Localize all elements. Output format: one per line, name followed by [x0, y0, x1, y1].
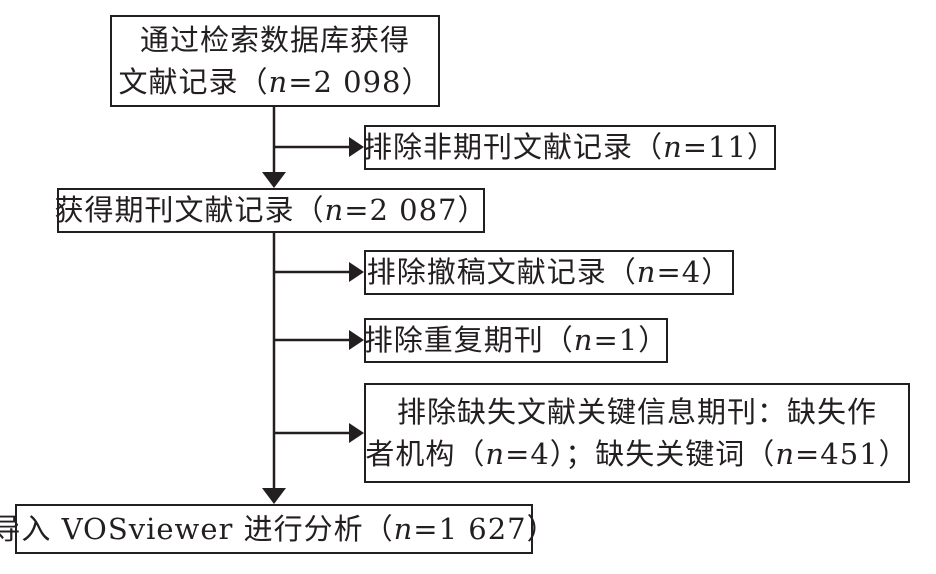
arrow-to-exclude-duplicate	[349, 330, 364, 350]
exclude-nonjournal-box: 排除非期刊文献记录（n=11）	[363, 125, 777, 170]
import-vosviewer-count: =1 627）	[413, 511, 557, 546]
arrow-to-import-vosviewer	[262, 488, 286, 504]
n-symbol: n	[775, 437, 795, 471]
exclude-duplicate-box: 排除重复期刊（n=1）	[364, 318, 668, 363]
import-vosviewer-box: 导入 VOSviewer 进行分析（n=1 627）	[0, 504, 556, 554]
n-symbol: n	[393, 511, 414, 546]
journal-records-count: =2 087）	[344, 193, 488, 228]
n-symbol: n	[573, 323, 594, 358]
exclude-duplicate-count: =1）	[593, 323, 669, 358]
arrow-to-exclude-retracted	[349, 262, 364, 282]
arrow-to-exclude-nonjournal	[349, 137, 364, 157]
exclude-duplicate-label: 排除重复期刊（	[363, 323, 574, 358]
import-vosviewer-label: 导入 VOSviewer 进行分析（	[0, 511, 394, 546]
arrow-to-exclude-missing	[349, 423, 364, 443]
exclude-nonjournal-count: =11）	[682, 130, 777, 165]
source-records-count: =2 098）	[288, 65, 432, 99]
source-records-line2: 文献记录（n=2 098）	[118, 61, 431, 103]
source-records-line1: 通过检索数据库获得	[139, 22, 410, 57]
exclude-retracted-box: 排除撤稿文献记录（n=4）	[364, 250, 734, 295]
source-records-label: 文献记录（	[118, 65, 269, 99]
source-records-box: 通过检索数据库获得 文献记录（n=2 098）	[110, 15, 440, 107]
n-symbol: n	[268, 65, 289, 99]
n-symbol: n	[663, 130, 683, 165]
arrow-to-journal-records	[262, 172, 286, 188]
exclude-retracted-label: 排除撤稿文献记录（	[366, 255, 637, 290]
missing-author-count: =4）；缺失关键词（	[505, 437, 776, 471]
n-symbol: n	[636, 255, 657, 290]
n-symbol: n	[485, 437, 506, 471]
exclude-retracted-count: =4）	[656, 255, 732, 290]
exclude-missing-line1: 排除缺失文献关键信息期刊：缺失作	[397, 394, 878, 429]
journal-records-box: 获得期刊文献记录（n=2 087）	[54, 188, 488, 233]
missing-author-label: 者机构（	[365, 437, 486, 471]
missing-keyword-count: =451）	[795, 437, 909, 471]
n-symbol: n	[324, 193, 345, 228]
journal-records-label: 获得期刊文献记录（	[54, 193, 325, 228]
exclude-missing-info-box: 排除缺失文献关键信息期刊：缺失作 者机构（n=4）；缺失关键词（n=451）	[364, 383, 910, 483]
exclude-missing-line2: 者机构（n=4）；缺失关键词（n=451）	[365, 433, 908, 475]
exclude-nonjournal-label: 排除非期刊文献记录（	[363, 130, 664, 165]
